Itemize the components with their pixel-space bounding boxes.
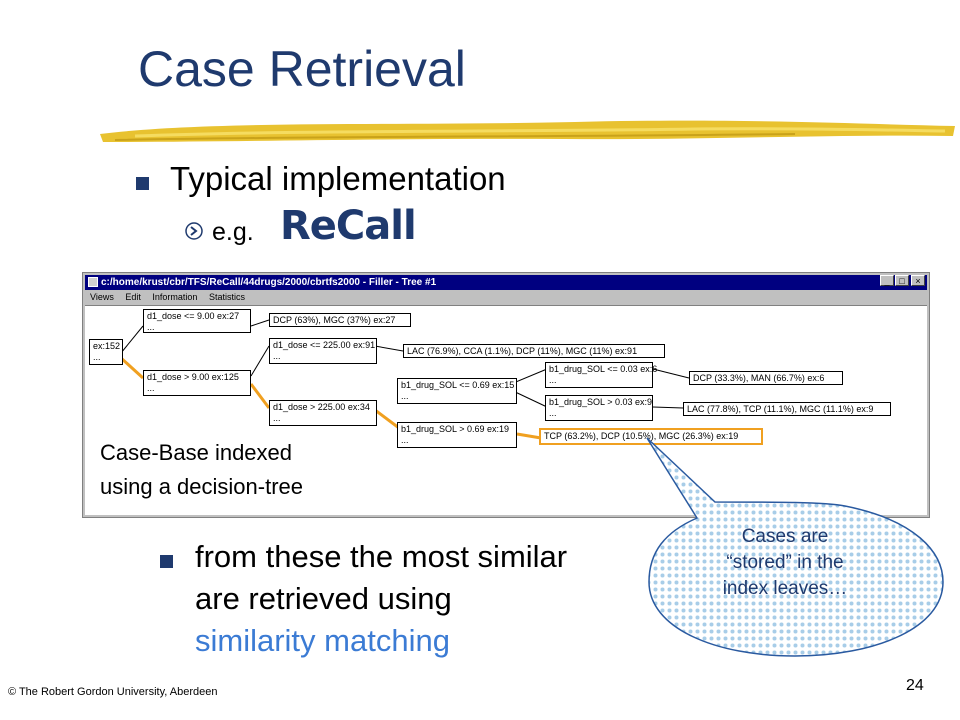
tree-caption: Case-Base indexed using a decision-tree bbox=[100, 440, 304, 499]
slide-title: Case Retrieval bbox=[138, 41, 466, 97]
tree-node-sol-gt-069[interactable]: b1_drug_SOL > 0.69 ex:19... bbox=[397, 422, 517, 448]
tree-node-dose-gt-225[interactable]: d1_dose > 225.00 ex:34... bbox=[269, 400, 377, 426]
title-underline-brush bbox=[100, 120, 955, 142]
tree-root-node[interactable]: ex:152... bbox=[89, 339, 123, 365]
callout-bubble bbox=[646, 437, 944, 657]
tree-leaf-3[interactable]: DCP (33.3%), MAN (66.7%) ex:6 bbox=[689, 371, 843, 385]
tree-caption-box bbox=[96, 438, 396, 510]
sub-bullet-arrow-icon bbox=[185, 222, 203, 240]
menu-views[interactable]: Views bbox=[90, 292, 114, 302]
minimize-button[interactable]: _ bbox=[880, 275, 894, 286]
menu-edit[interactable]: Edit bbox=[125, 292, 141, 302]
tree-node-dose-le-9[interactable]: d1_dose <= 9.00 ex:27... bbox=[143, 309, 251, 333]
tree-node-sol-le-003[interactable]: b1_drug_SOL <= 0.03 ex:6... bbox=[545, 362, 657, 388]
bullet-typical-implementation: Typical implementation bbox=[170, 160, 506, 197]
callout-bubble-text: Cases are “stored” in the index leaves… bbox=[722, 526, 848, 599]
sub-bullet-eg: e.g. bbox=[212, 218, 254, 246]
tree-node-sol-le-069[interactable]: b1_drug_SOL <= 0.69 ex:15... bbox=[397, 378, 517, 404]
tree-leaf-4[interactable]: LAC (77.8%), TCP (11.1%), MGC (11.1%) ex… bbox=[683, 402, 891, 416]
recall-tree-window: c:/home/krust/cbr/TFS/ReCall/44drugs/200… bbox=[82, 272, 930, 518]
menubar: Views Edit Information Statistics bbox=[85, 291, 927, 304]
tree-leaf-2[interactable]: LAC (76.9%), CCA (1.1%), DCP (11%), MGC … bbox=[403, 344, 665, 358]
tree-node-dose-gt-9[interactable]: d1_dose > 9.00 ex:125... bbox=[143, 370, 251, 396]
close-button[interactable]: × bbox=[911, 275, 925, 286]
similarity-matching-link[interactable]: similarity matching bbox=[195, 623, 450, 658]
tree-node-dose-le-225[interactable]: d1_dose <= 225.00 ex:91... bbox=[269, 338, 377, 364]
svg-text:ReCall: ReCall bbox=[280, 203, 416, 245]
tree-node-sol-gt-003[interactable]: b1_drug_SOL > 0.03 ex:9... bbox=[545, 395, 653, 421]
bullet-most-similar: from these the most similar are retrieve… bbox=[195, 536, 567, 662]
app-icon bbox=[88, 277, 98, 287]
bullet-square bbox=[136, 177, 149, 190]
menu-information[interactable]: Information bbox=[152, 292, 198, 302]
recall-logo: ReCall bbox=[280, 203, 417, 245]
menu-statistics[interactable]: Statistics bbox=[208, 292, 245, 302]
maximize-button[interactable]: □ bbox=[895, 275, 909, 286]
window-title: c:/home/krust/cbr/TFS/ReCall/44drugs/200… bbox=[101, 277, 437, 288]
page-number: 24 bbox=[906, 677, 924, 694]
tree-leaf-1[interactable]: DCP (63%), MGC (37%) ex:27 bbox=[269, 313, 411, 327]
window-titlebar: c:/home/krust/cbr/TFS/ReCall/44drugs/200… bbox=[85, 275, 927, 290]
footer-copyright: © The Robert Gordon University, Aberdeen bbox=[8, 686, 218, 698]
bullet-square-2 bbox=[160, 555, 173, 568]
